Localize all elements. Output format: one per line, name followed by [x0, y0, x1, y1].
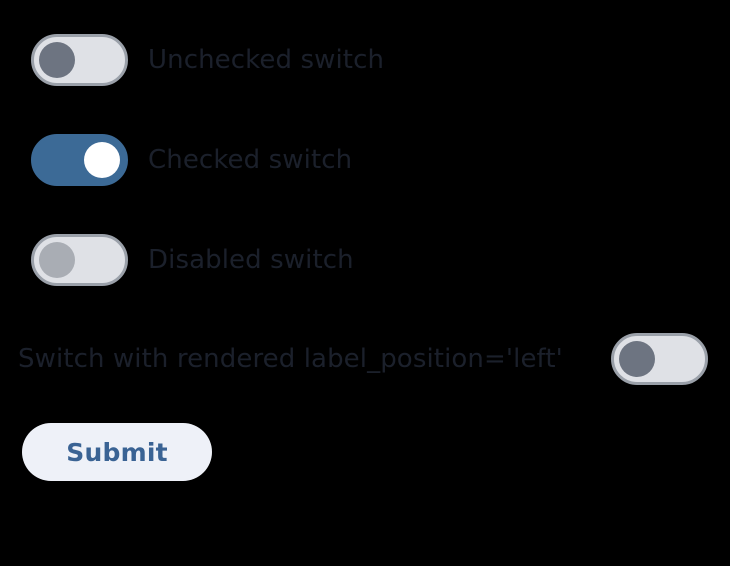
checked-switch-label: Checked switch [148, 145, 353, 175]
disabled-switch-label: Disabled switch [148, 245, 354, 275]
switch-knob-icon [39, 42, 75, 78]
switch-row-disabled: Disabled switch [31, 234, 354, 286]
label-position-left-switch-label: Switch with rendered label_position='lef… [18, 344, 563, 374]
switch-knob-icon [84, 142, 120, 178]
switch-knob-icon [39, 242, 75, 278]
checked-switch-toggle[interactable] [31, 134, 128, 186]
label-position-left-switch-toggle[interactable] [611, 333, 708, 385]
submit-button[interactable]: Submit [22, 423, 212, 481]
switch-row-label-position-left[interactable]: Switch with rendered label_position='lef… [18, 333, 708, 385]
switch-row-checked[interactable]: Checked switch [31, 134, 352, 186]
switch-knob-icon [619, 341, 655, 377]
unchecked-switch-label: Unchecked switch [148, 45, 385, 75]
unchecked-switch-toggle[interactable] [31, 34, 128, 86]
switch-row-unchecked[interactable]: Unchecked switch [31, 34, 384, 86]
disabled-switch-toggle [31, 234, 128, 286]
